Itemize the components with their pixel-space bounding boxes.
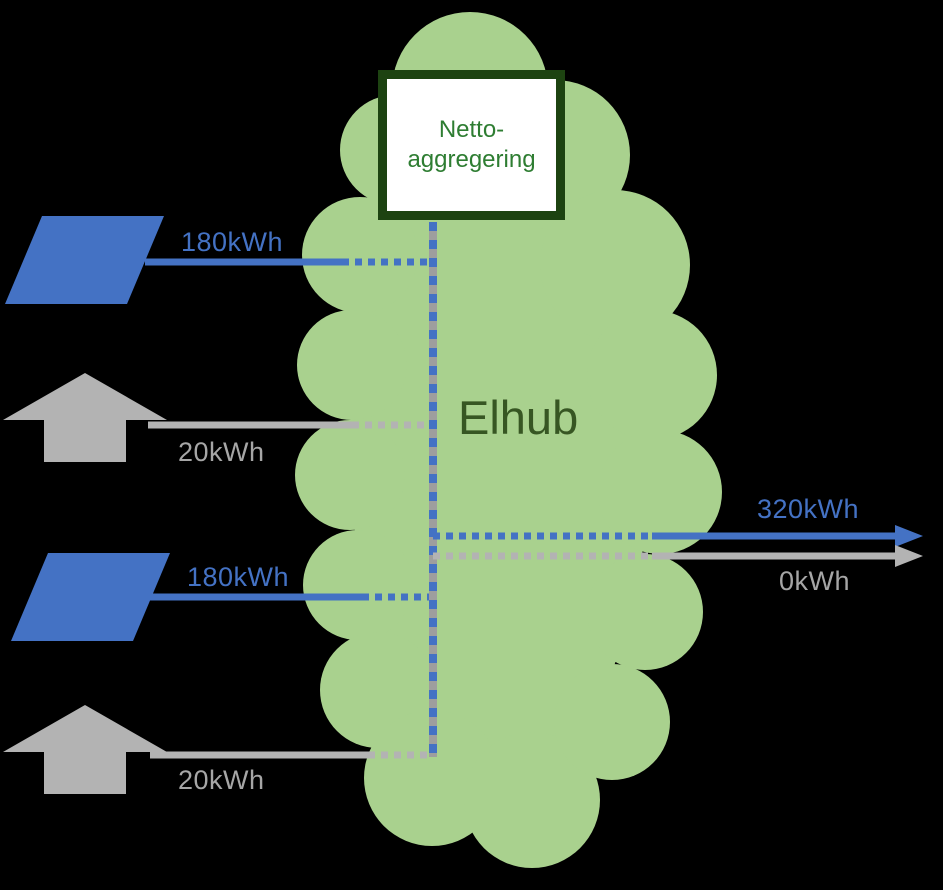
production-2-value-label: 180kWh xyxy=(187,562,290,592)
net-consumption-output-label: 0kWh xyxy=(779,566,851,596)
consumption-arrow-icon xyxy=(3,705,167,794)
consumption-arrow-icon xyxy=(3,373,167,462)
net-production-output-label: 320kWh xyxy=(757,494,860,524)
elhub-label: Elhub xyxy=(458,391,579,444)
netto-aggregering-label: Netto-aggregering xyxy=(407,116,536,173)
solar-panel-icon xyxy=(5,216,164,304)
solar-panel-icon xyxy=(11,553,170,641)
production-1-value-label: 180kWh xyxy=(181,227,284,257)
arrowhead-icon xyxy=(895,545,923,567)
consumption-2-value-label: 20kWh xyxy=(178,765,265,795)
net-consumption-output-line xyxy=(433,545,923,567)
net-production-output-line xyxy=(433,525,923,547)
consumption-1-value-label: 20kWh xyxy=(178,437,265,467)
arrowhead-icon xyxy=(895,525,923,547)
netto-aggregering-box: Netto-aggregering xyxy=(378,70,565,220)
